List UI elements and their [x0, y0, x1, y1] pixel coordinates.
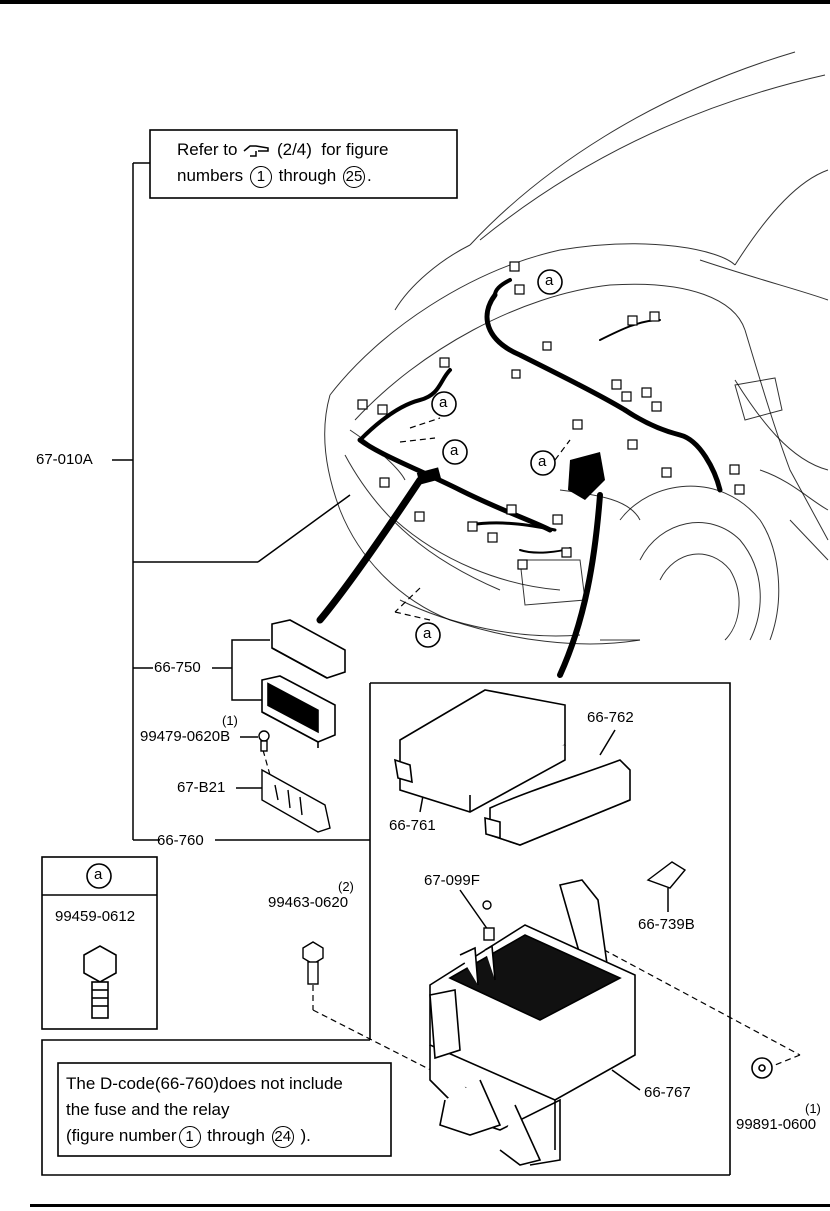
cover-66-761	[393, 689, 566, 813]
inner-frame	[370, 682, 731, 1175]
callout-a-4: a	[538, 453, 547, 470]
dcode-through: through	[207, 1126, 265, 1145]
label-66-767: 66-767	[644, 1084, 691, 1101]
box-66-767	[429, 879, 636, 1166]
dcode-number-end: 24	[271, 1125, 294, 1148]
refer-through: through	[278, 166, 337, 185]
refer-page-ref: (2/4)	[276, 140, 312, 159]
label-99891-0600: 99891-0600	[736, 1116, 817, 1133]
callout-a-2: a	[439, 394, 448, 411]
label-66-761: 66-761	[389, 817, 436, 834]
top-rule	[0, 0, 830, 4]
legend-part-number: 99459-0612	[55, 908, 136, 925]
callout-circles	[415, 269, 563, 648]
refer-text-3: numbers	[177, 166, 244, 185]
refer-box	[149, 129, 458, 199]
hand-pointer-icon	[243, 144, 269, 157]
refer-note-line2: numbers 1 through 25.	[177, 163, 372, 188]
dcode-line3-start: (figure number	[66, 1126, 177, 1145]
cover-66-762	[484, 759, 631, 846]
callout-a-5: a	[423, 625, 432, 642]
label-67-010a: 67-010A	[36, 451, 93, 468]
figure-number-end: 25	[343, 165, 366, 188]
refer-text-2: for figure	[321, 140, 389, 159]
bottom-rule	[30, 1204, 830, 1207]
label-bolt1-qty: (1)	[222, 713, 238, 728]
refer-text-1: Refer to	[177, 140, 238, 159]
label-66-760: 66-760	[157, 832, 204, 849]
connectors	[357, 261, 745, 570]
dcode-line1: The D-code(66-760)does not include	[66, 1074, 343, 1093]
dcode-line2: the fuse and the relay	[66, 1100, 230, 1119]
clip-66-739b	[646, 861, 687, 889]
dcode-box	[57, 1062, 392, 1157]
fuse-67-099f	[482, 900, 495, 941]
dcode-number-start: 1	[178, 1125, 201, 1148]
fuse-box-on-car	[568, 452, 605, 500]
label-99463-0620: 99463-0620	[268, 894, 349, 911]
nut-99891-0600	[751, 1057, 773, 1079]
refer-note: Refer to (2/4) for figure	[177, 137, 388, 162]
legend-box	[41, 856, 158, 1030]
label-99479-0620b: 99479-0620B	[140, 728, 231, 745]
label-67-099f: 67-099F	[424, 872, 480, 889]
callout-a-1: a	[545, 272, 554, 289]
legend-letter: a	[94, 866, 103, 883]
dashed-leaders	[262, 417, 801, 1091]
relay-box-66-750	[261, 619, 346, 748]
label-66-750: 66-750	[154, 659, 201, 676]
wiring-harness	[316, 278, 723, 678]
label-66-762: 66-762	[587, 709, 634, 726]
label-nut-qty: (1)	[805, 1101, 821, 1116]
bracket-67-b21	[261, 768, 331, 833]
label-67-b21: 67-B21	[177, 779, 226, 796]
leader-lines	[112, 162, 669, 1091]
refer-end: .	[367, 166, 372, 185]
label-bolt2-qty: (2)	[338, 879, 354, 894]
bolt-99463-0620	[302, 941, 324, 985]
callout-a-3: a	[450, 442, 459, 459]
label-66-739b: 66-739B	[638, 916, 695, 933]
dcode-line3-end: ).	[300, 1126, 311, 1145]
bolt-99459-0612	[83, 945, 117, 1019]
figure-number-start: 1	[249, 165, 272, 188]
bolt-99479-0620b	[258, 730, 270, 752]
